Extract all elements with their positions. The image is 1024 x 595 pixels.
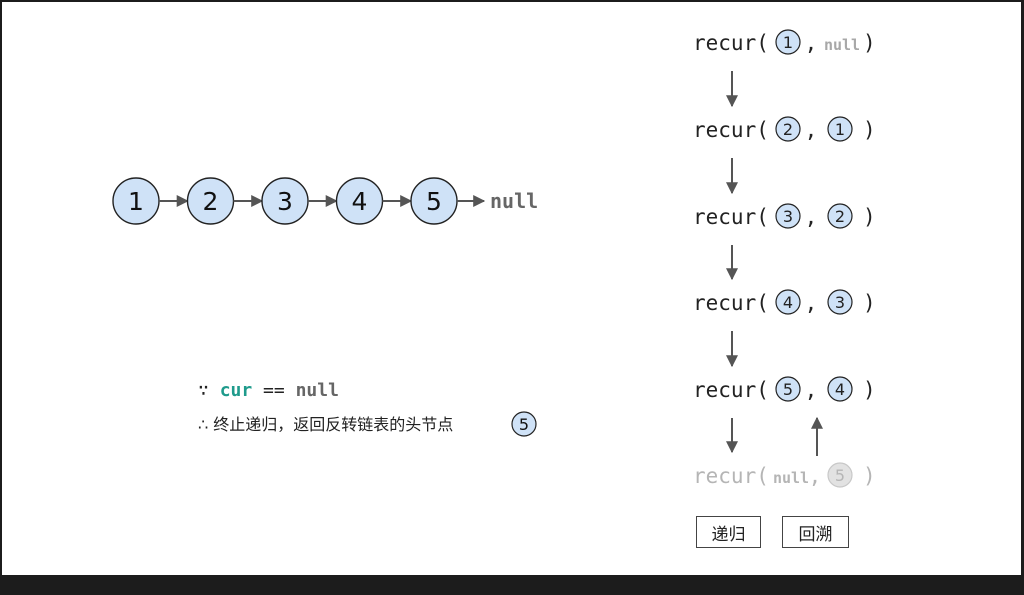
recur-arg-label: 5 <box>835 466 845 485</box>
recur-call: recur( 5, 4) <box>693 376 876 402</box>
recur-close-paren: ) <box>863 291 876 315</box>
recur-comma: , <box>805 378 818 402</box>
head-node-circle <box>511 411 537 437</box>
recur-arg-circle <box>827 289 853 315</box>
list-null-label: null <box>490 189 538 213</box>
recur-close-paren: ) <box>863 31 876 55</box>
recur-call: recur(null, 5) <box>693 462 876 488</box>
list-node-label: 4 <box>352 187 368 216</box>
recur-arg-label: 2 <box>783 120 793 139</box>
head-node-label: 5 <box>519 415 529 434</box>
recur-fn-label: recur( <box>693 464 769 488</box>
list-node: 4 <box>335 177 384 225</box>
recur-arg-circle <box>775 376 801 402</box>
recur-call: recur( 3, 2) <box>693 203 876 229</box>
recur-close-paren: ) <box>863 205 876 229</box>
list-node-label: 2 <box>203 187 219 216</box>
recur-arg-label: 2 <box>835 207 845 226</box>
recur-null-arg: null <box>773 469 809 487</box>
recur-fn-label: recur( <box>693 31 769 55</box>
list-node: 2 <box>186 177 235 225</box>
recur-arg-label: 3 <box>783 207 793 226</box>
recur-comma: , <box>805 118 818 142</box>
recur-comma: , <box>805 31 818 55</box>
recur-fn-label: recur( <box>693 118 769 142</box>
recur-fn-label: recur( <box>693 205 769 229</box>
recur-close-paren: ) <box>863 378 876 402</box>
because-symbol: ∵ <box>198 380 220 401</box>
recur-arg-label: 1 <box>835 120 845 139</box>
recur-arg-label: 4 <box>835 380 845 399</box>
recur-arg-label: 1 <box>783 33 793 52</box>
recur-comma: , <box>805 205 818 229</box>
therefore-symbol: ∴ <box>198 415 213 434</box>
equals-operator: == <box>252 380 295 401</box>
recur-arg-circle <box>775 289 801 315</box>
list-node-label: 1 <box>128 187 144 216</box>
cur-variable: cur <box>220 380 253 401</box>
recur-arg-label: 5 <box>783 380 793 399</box>
recur-comma: , <box>809 464 822 488</box>
null-literal: null <box>296 380 339 401</box>
list-node: 1 <box>112 177 160 225</box>
recur-call: recur( 1, null) <box>693 29 876 55</box>
recursion-button[interactable]: 递归 <box>696 516 761 548</box>
recur-comma: , <box>805 291 818 315</box>
recur-arg-circle <box>775 116 801 142</box>
therefore-text: 终止递归，返回反转链表的头节点 <box>213 415 453 434</box>
recur-arg-circle <box>827 462 853 488</box>
recur-close-paren: ) <box>863 118 876 142</box>
recur-close-paren: ) <box>863 464 876 488</box>
therefore-line: ∴ 终止递归，返回反转链表的头节点 <box>198 415 453 434</box>
recur-fn-label: recur( <box>693 291 769 315</box>
recur-null-arg: null <box>824 36 860 54</box>
recur-call: recur( 2, 1) <box>693 116 876 142</box>
recur-fn-label: recur( <box>693 378 769 402</box>
list-node: 3 <box>261 177 309 225</box>
recur-arg-circle <box>775 29 801 55</box>
list-node: 5 <box>410 177 458 225</box>
backtrack-button[interactable]: 回溯 <box>782 516 849 548</box>
recur-arg-circle <box>827 203 853 229</box>
recur-arg-circle <box>775 203 801 229</box>
recur-arg-label: 3 <box>835 293 845 312</box>
list-node-label: 3 <box>277 187 293 216</box>
recur-arg-circle <box>827 376 853 402</box>
because-line: ∵ cur == null <box>198 380 339 401</box>
recur-arg-label: 4 <box>783 293 793 312</box>
recur-arg-circle <box>827 116 853 142</box>
recur-call: recur( 4, 3) <box>693 289 876 315</box>
list-node-label: 5 <box>426 187 442 216</box>
